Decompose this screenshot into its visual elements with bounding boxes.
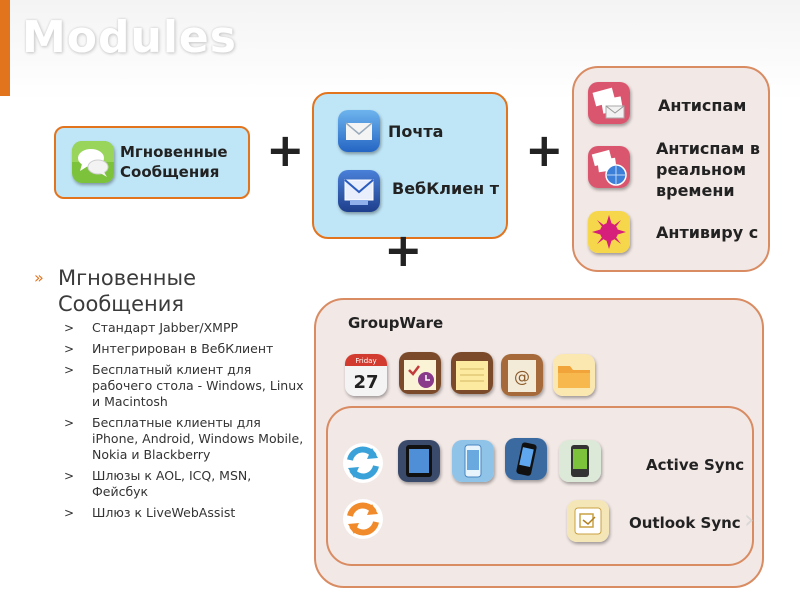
calendar-icon: Friday 27	[345, 354, 387, 396]
ipad-icon	[398, 440, 440, 482]
main-bullet-text: Мгновенные Сообщения	[58, 266, 196, 316]
list-item: > Шлюзы к AOL, ICQ, MSN, Фейсбук	[64, 468, 304, 500]
antivirus-label: Антивиру с	[656, 223, 759, 242]
im-module-label: Мгновенные Сообщения	[120, 143, 228, 181]
list-item: > Бесплатный клиент для рабочего стола -…	[64, 362, 304, 410]
tasks-icon	[399, 352, 441, 394]
iphone-icon	[452, 440, 494, 482]
title-accent-bar	[0, 0, 10, 96]
antispam-label: Антиспам	[658, 96, 747, 115]
antispam-realtime-label: Антиспам в реальном времени	[656, 139, 761, 200]
svg-text:@: @	[514, 367, 530, 386]
notes-icon	[451, 352, 493, 394]
list-item: > Шлюз к LiveWebAssist	[64, 505, 304, 521]
mail-envelope-icon	[338, 110, 380, 152]
list-item: > Бесплатные клиенты для iPhone, Android…	[64, 415, 304, 463]
list-item-text: Стандарт Jabber/XMPP	[92, 320, 239, 335]
plus-sign: +	[384, 223, 423, 277]
list-item-text: Шлюз к LiveWebAssist	[92, 505, 236, 520]
folder-icon	[553, 354, 595, 396]
bullet-mark: »	[34, 268, 44, 287]
smartphone-icon	[505, 438, 547, 480]
feature-list: > Стандарт Jabber/XMPP > Интегрирован в …	[64, 320, 304, 526]
calendar-month-text: Friday	[355, 357, 376, 365]
list-mark: >	[64, 363, 75, 377]
android-phone-icon	[559, 440, 601, 482]
list-mark: >	[64, 342, 75, 356]
next-slide-chevron-icon[interactable]: ›	[744, 505, 755, 535]
list-item: > Интегрирован в ВебКлиент	[64, 341, 304, 357]
outlook-sync-label: Outlook Sync	[629, 514, 741, 532]
list-mark: >	[64, 321, 75, 335]
antivirus-icon	[588, 211, 630, 253]
antispam-icon	[588, 82, 630, 124]
active-sync-label: Active Sync	[646, 456, 745, 474]
list-item-text: Интегрирован в ВебКлиент	[92, 341, 274, 356]
slide-title: Modules	[22, 12, 237, 63]
list-mark: >	[64, 506, 75, 520]
webclient-label: ВебКлиен т	[392, 179, 499, 198]
sync-arrows-icon	[342, 442, 384, 484]
outlook-icon	[567, 500, 609, 542]
calendar-day-text: 27	[353, 372, 378, 393]
webclient-mail-icon	[338, 170, 380, 212]
address-book-icon: @	[501, 354, 543, 396]
chat-bubbles-icon	[72, 141, 114, 183]
list-item: > Стандарт Jabber/XMPP	[64, 320, 304, 336]
list-item-text: Бесплатный клиент для рабочего стола - W…	[92, 362, 304, 409]
antispam-realtime-icon	[588, 146, 630, 188]
outlook-sync-arrows-icon	[342, 498, 384, 540]
list-item-text: Бесплатные клиенты для iPhone, Android, …	[92, 415, 304, 462]
plus-sign: +	[266, 123, 305, 177]
sync-box	[326, 406, 754, 566]
groupware-label: GroupWare	[348, 314, 444, 332]
list-item-text: Шлюзы к AOL, ICQ, MSN, Фейсбук	[92, 468, 252, 499]
mail-label: Почта	[388, 122, 444, 141]
plus-sign: +	[525, 123, 564, 177]
list-mark: >	[64, 416, 75, 430]
list-mark: >	[64, 469, 75, 483]
